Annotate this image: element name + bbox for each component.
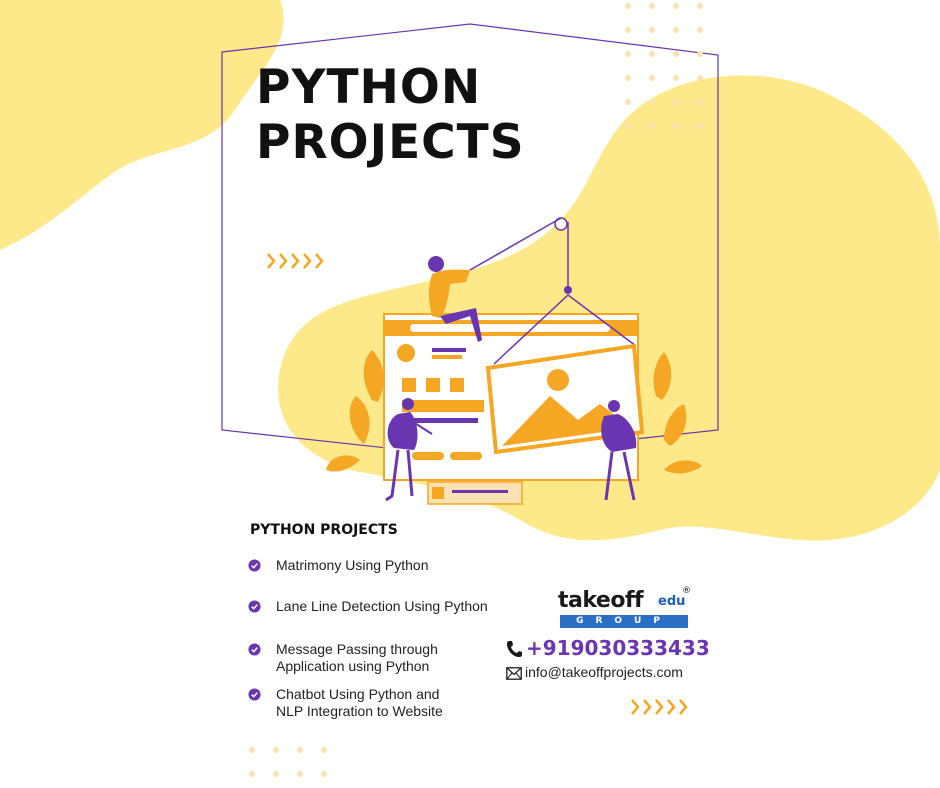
phone-icon xyxy=(507,641,522,657)
section-heading: PYTHON PROJECTS xyxy=(250,522,398,538)
yellow-blob-top-left xyxy=(0,0,284,250)
list-item-label: Matrimony Using Python xyxy=(276,557,429,573)
list-item: Lane Line Detection Using Python xyxy=(248,598,498,615)
person-right-illustration xyxy=(601,400,637,501)
list-item-label: Lane Line Detection Using Python xyxy=(276,598,488,614)
list-item-label: Message Passing through Application usin… xyxy=(276,641,438,674)
person-left-illustration xyxy=(385,398,433,502)
title-line-2: PROJECTS xyxy=(256,115,525,170)
dot-grid-bottom xyxy=(249,747,327,777)
brand-suffix: edu xyxy=(658,594,686,609)
chevrons-icon xyxy=(631,699,688,715)
check-circle-icon xyxy=(248,688,261,701)
person-pulling-illustration xyxy=(428,256,482,342)
email-contact[interactable]: info@takeoffprojects.com xyxy=(506,664,683,680)
page-title: PYTHON PROJECTS xyxy=(256,60,525,170)
list-item: Chatbot Using Python and NLP Integration… xyxy=(248,686,463,720)
check-circle-icon xyxy=(248,559,261,572)
dot-grid-top xyxy=(625,3,703,129)
phone-contact[interactable]: +919030333433 xyxy=(506,636,710,660)
check-circle-icon xyxy=(248,600,261,613)
frame-outline xyxy=(221,23,719,458)
list-item: Matrimony Using Python xyxy=(248,557,498,574)
list-item: Message Passing through Application usin… xyxy=(248,641,463,675)
phone-number: +919030333433 xyxy=(526,636,710,660)
chevrons-icon xyxy=(267,253,324,269)
email-address: info@takeoffprojects.com xyxy=(525,664,683,680)
registered-mark: ® xyxy=(682,586,691,596)
list-item-label: Chatbot Using Python and NLP Integration… xyxy=(276,686,443,719)
leaf-decoration-left xyxy=(326,350,384,472)
mail-icon xyxy=(506,667,522,680)
leaf-decoration-right xyxy=(653,352,702,474)
brand-logo: takeoff edu ® GROUP xyxy=(558,586,698,630)
check-circle-icon xyxy=(248,643,261,656)
title-line-1: PYTHON xyxy=(256,60,482,115)
brand-name: takeoff xyxy=(558,588,644,613)
brand-group-bar: GROUP xyxy=(560,615,688,628)
